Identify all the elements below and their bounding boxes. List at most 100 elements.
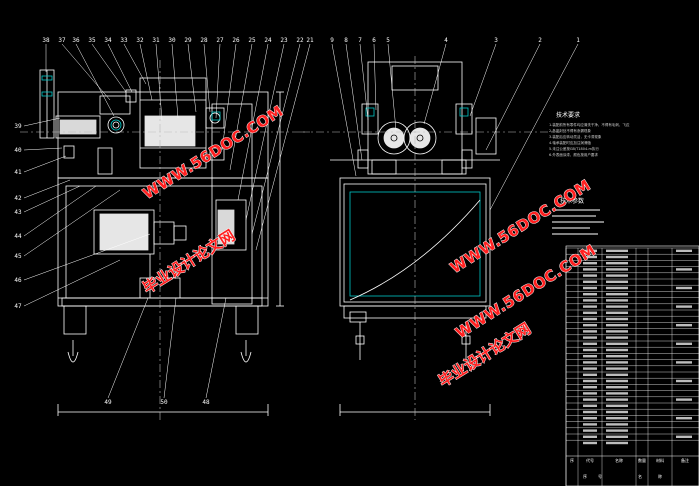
table-cell-text xyxy=(606,262,628,265)
table-cell-text xyxy=(606,336,628,339)
callout-number: 21 xyxy=(306,37,314,44)
callout-number: 25 xyxy=(248,37,256,44)
callout-number: 40 xyxy=(14,147,22,154)
table-cell-text xyxy=(676,324,692,327)
right-view-leader-lines xyxy=(331,43,579,211)
table-cell-text xyxy=(583,255,597,259)
table-cell-text xyxy=(583,299,597,302)
table-cell-text xyxy=(676,286,692,290)
table-cell-text xyxy=(583,305,597,308)
parts-list-rows xyxy=(565,247,699,486)
table-cell-text xyxy=(583,348,597,352)
callout-number: 39 xyxy=(14,123,22,130)
front-elevation-view xyxy=(20,60,310,420)
callout-number: 36 xyxy=(72,37,80,44)
technical-requirement-line: 3.装配后应转动灵活，无卡滞现象 xyxy=(549,134,602,139)
table-cell-text xyxy=(606,429,628,432)
table-cell-text xyxy=(606,317,628,321)
callout-number: 32 xyxy=(136,37,144,44)
callout-number: 6 xyxy=(372,37,376,44)
callout-number: 35 xyxy=(88,37,96,44)
table-footer-cell: 序 xyxy=(583,473,587,479)
technical-requirements-lines: 1.装配前所有零件均应清洗干净，不得有毛刺、飞边2.各密封处不得有渗漏现象3.装… xyxy=(549,122,630,157)
table-footer-cell: 称 xyxy=(658,473,662,479)
table-cell-text xyxy=(583,280,597,283)
table-cell-text xyxy=(583,435,597,438)
table-cell-text xyxy=(606,311,628,314)
callout-number: 44 xyxy=(14,233,22,240)
table-header-cell: 数量 xyxy=(638,457,646,463)
table-cell-text xyxy=(583,355,597,358)
technical-requirements-block: 技术要求 1.装配前所有零件均应清洗干净，不得有毛刺、飞边2.各密封处不得有渗漏… xyxy=(549,111,630,157)
table-cell-text xyxy=(606,249,628,252)
callout-number: 45 xyxy=(14,253,22,260)
table-cell-text xyxy=(583,311,597,314)
performance-params-lines xyxy=(552,209,604,235)
table-cell-text xyxy=(583,392,597,395)
table-header-cell: 备注 xyxy=(681,457,689,463)
table-cell-text xyxy=(606,255,628,259)
table-cell-text xyxy=(583,398,597,401)
table-cell-text xyxy=(583,317,597,321)
callout-number: 8 xyxy=(344,37,348,44)
table-cell-text xyxy=(606,274,628,277)
table-header-cell: 名称 xyxy=(615,457,623,463)
table-cell-text xyxy=(583,268,597,271)
callout-number: 24 xyxy=(264,37,272,44)
table-cell-text xyxy=(606,342,628,345)
table-cell-text xyxy=(676,435,692,438)
technical-requirement-line: 4.轴承装配时应加注润滑脂 xyxy=(549,140,591,145)
callout-number: 38 xyxy=(42,37,50,44)
table-cell-text xyxy=(606,386,628,389)
callout-number: 4 xyxy=(444,37,448,44)
table-header-cell: 材料 xyxy=(656,457,664,463)
table-cell-text xyxy=(583,410,597,414)
performance-params-title: 技术参数 xyxy=(560,197,584,205)
table-cell-text xyxy=(606,404,628,407)
technical-requirement-line: 2.各密封处不得有渗漏现象 xyxy=(549,128,591,133)
table-cell-text xyxy=(583,404,597,407)
table-cell-text xyxy=(606,423,628,426)
table-cell-text xyxy=(606,379,628,383)
table-cell-text xyxy=(583,274,597,277)
callout-number: 42 xyxy=(14,195,22,202)
watermark-right: WWW.56DOC.COM WWW.56DOC.COM 毕业设计论文网 xyxy=(435,175,600,390)
callout-number: 33 xyxy=(120,37,128,44)
callout-number: 3 xyxy=(494,37,498,44)
table-cell-text xyxy=(606,417,628,420)
performance-params-block: 技术参数 xyxy=(552,197,604,235)
table-cell-text xyxy=(583,293,597,296)
callout-number: 41 xyxy=(14,169,22,176)
table-footer-cell: 名 xyxy=(638,473,642,479)
table-cell-text xyxy=(583,286,597,290)
table-header-cell: 代号 xyxy=(586,457,594,463)
left-view-leader-lines xyxy=(23,43,311,399)
callout-number: 28 xyxy=(200,37,208,44)
table-cell-text xyxy=(676,249,692,252)
table-cell-text xyxy=(583,417,597,420)
right-view-top-callouts: 9 8 7 6 5 4 3 2 1 xyxy=(330,37,580,44)
table-cell-text xyxy=(606,348,628,352)
table-cell-text xyxy=(606,324,628,327)
callout-number: 1 xyxy=(576,37,580,44)
table-cell-text xyxy=(583,342,597,345)
callout-number: 49 xyxy=(104,399,112,406)
table-cell-text xyxy=(676,417,692,420)
callout-number: 31 xyxy=(152,37,160,44)
callout-number: 2 xyxy=(538,37,542,44)
callout-number: 23 xyxy=(280,37,288,44)
table-cell-text xyxy=(583,441,597,445)
table-header-cell: 序 xyxy=(570,457,574,463)
callout-number: 7 xyxy=(358,37,362,44)
callout-number: 22 xyxy=(296,37,304,44)
table-cell-text xyxy=(676,361,692,364)
callout-number: 34 xyxy=(104,37,112,44)
watermark-left: WWW.56DOC.COM 毕业设计论文网 xyxy=(139,101,287,297)
callout-number: 48 xyxy=(202,399,210,406)
table-cell-text xyxy=(583,386,597,389)
table-cell-text xyxy=(606,361,628,364)
callout-number: 5 xyxy=(386,37,390,44)
callout-number: 9 xyxy=(330,37,334,44)
